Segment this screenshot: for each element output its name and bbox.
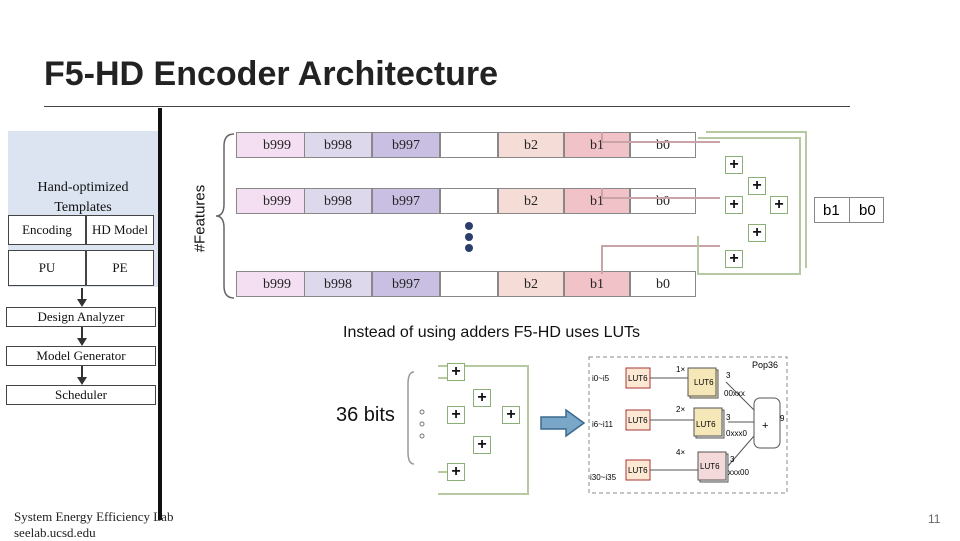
adder-plus-icon: + <box>725 250 743 268</box>
bit-cell-b997: b997 <box>372 271 440 297</box>
adder-plus-icon: + <box>447 406 465 424</box>
adder-plus-icon: + <box>447 463 465 481</box>
adder-plus-icon: + <box>748 177 766 195</box>
lut6-label: LUT6 <box>628 374 648 383</box>
bit-cell-b1: b1 <box>564 271 630 297</box>
adder-plus-icon: + <box>725 156 743 174</box>
features-label: #Features <box>191 184 209 253</box>
bit-cell-b1: b1 <box>564 132 630 158</box>
panel-divider <box>158 108 162 520</box>
bit-cell-b2: b2 <box>498 188 564 214</box>
adder-plus-icon: + <box>770 196 788 214</box>
width-label: 3 <box>726 413 731 422</box>
adder-tree-wiring <box>601 131 807 275</box>
adder-plus-icon: + <box>473 389 491 407</box>
adder-plus-icon: + <box>447 363 465 381</box>
bit-cell-b2: b2 <box>498 271 564 297</box>
mult-label: 4× <box>676 448 686 457</box>
lut6-label: LUT6 <box>628 416 648 425</box>
bit-cell-b2: b2 <box>498 132 564 158</box>
lut6-label: LUT6 <box>628 466 648 475</box>
flow-arrow-2 <box>81 327 83 341</box>
footer-line2: seelab.ucsd.edu <box>14 525 96 540</box>
output-bit-b0: b0 <box>859 202 876 219</box>
output-bit-b1: b1 <box>823 202 840 219</box>
out-pattern: 00xxx <box>724 389 745 398</box>
features-brace <box>215 133 235 299</box>
bit-cell-b0: b0 <box>630 271 696 297</box>
lut6-label: LUT6 <box>694 378 714 387</box>
lut-input-label: i0~i5 <box>592 374 610 383</box>
lut-input-label: i6~i11 <box>592 420 613 429</box>
footer-line1: System Energy Efficiency Lab <box>14 509 174 524</box>
bit-cell-blank <box>440 271 498 297</box>
lut-pop36-diagram <box>588 356 788 494</box>
out-pattern: xxx00 <box>728 468 749 477</box>
lut-adder-plus: + <box>762 420 769 432</box>
bits-label: 36 bits <box>336 404 395 426</box>
arrow-head-icon <box>77 377 87 385</box>
title-divider <box>44 106 850 107</box>
right-arrow-icon <box>540 408 586 438</box>
bit-cell-b997: b997 <box>372 188 440 214</box>
pop36-label: Pop36 <box>752 360 779 370</box>
bit-cell-blank <box>440 132 498 158</box>
flow-arrow-3 <box>81 366 83 380</box>
lut6-label: LUT6 <box>700 462 720 471</box>
design-analyzer-box: Design Analyzer <box>6 307 156 327</box>
arrow-head-icon <box>77 338 87 346</box>
bit-cell-b998: b998 <box>304 132 372 158</box>
model-generator-box: Model Generator <box>6 346 156 366</box>
output-bits-box: b1 b0 <box>814 197 884 223</box>
mult-label: 1× <box>676 365 686 374</box>
flow-arrow-1 <box>81 288 83 302</box>
arrow-head-icon <box>77 299 87 307</box>
lut-caption: Instead of using adders F5-HD uses LUTs <box>343 324 641 341</box>
output-bits-divider <box>849 198 850 222</box>
footer-lab: System Energy Efficiency Lab seelab.ucsd… <box>14 509 173 541</box>
lut-input-label: i30~i35 <box>590 473 617 482</box>
pu-box: PU <box>8 250 86 286</box>
page-number: 11 <box>928 512 941 526</box>
bit-cell-b998: b998 <box>304 271 372 297</box>
bit-cell-blank <box>440 188 498 214</box>
bit-cell-b0: b0 <box>630 132 696 158</box>
small-adder-tree-wiring <box>407 365 529 495</box>
width-label: 3 <box>726 371 731 380</box>
adder-plus-icon: + <box>502 406 520 424</box>
vertical-ellipsis-icon <box>465 222 473 252</box>
pe-box: PE <box>86 250 154 286</box>
encoding-box: Encoding <box>8 215 86 245</box>
bit-cell-b998: b998 <box>304 188 372 214</box>
out-pattern: 0xxx0 <box>726 429 747 438</box>
adder-plus-icon: + <box>748 224 766 242</box>
hd-model-box: HD Model <box>86 215 154 245</box>
width-label: 9 <box>780 414 785 423</box>
width-label: 3 <box>730 455 735 464</box>
bit-cell-b997: b997 <box>372 132 440 158</box>
adder-plus-icon: + <box>725 196 743 214</box>
templates-title: Hand-optimized Templates <box>37 180 129 215</box>
lut6-label: LUT6 <box>696 420 716 429</box>
mult-label: 2× <box>676 405 686 414</box>
adder-plus-icon: + <box>473 436 491 454</box>
bit-cell-b1: b1 <box>564 188 630 214</box>
scheduler-box: Scheduler <box>6 385 156 405</box>
slide-title: F5-HD Encoder Architecture <box>44 55 499 93</box>
